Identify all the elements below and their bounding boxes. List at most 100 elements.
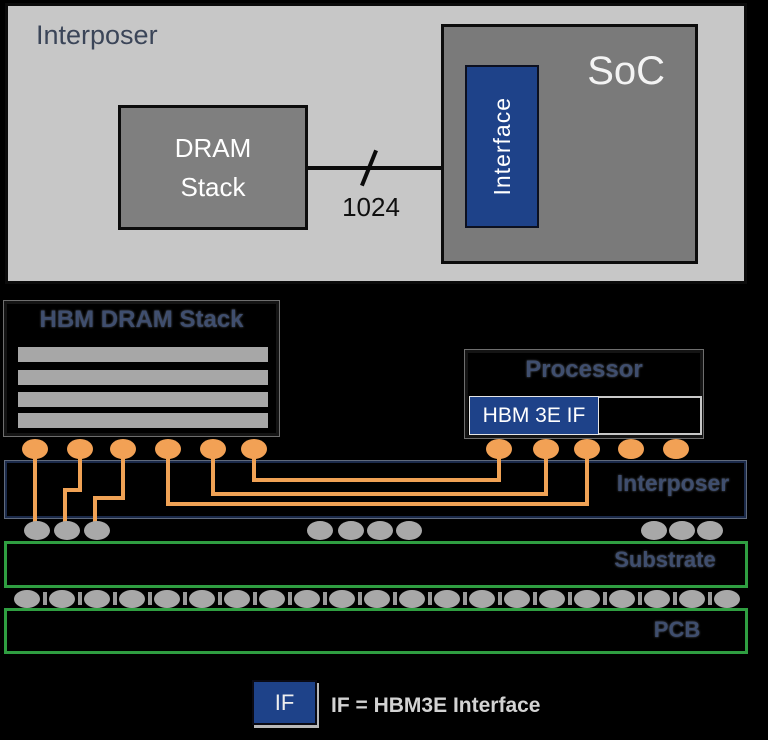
dram-stack-label-line1: DRAM <box>174 132 252 163</box>
solder-pin <box>147 592 152 605</box>
interposer-trace <box>78 450 82 492</box>
solder-ball <box>119 590 145 608</box>
solder-ball <box>154 590 180 608</box>
interposer-trace <box>252 450 256 482</box>
solder-pin <box>637 592 642 605</box>
solder-pin <box>392 592 397 605</box>
micro-bump <box>486 439 512 459</box>
pcb-label: PCB <box>653 617 701 642</box>
solder-pin <box>707 592 712 605</box>
interposer-trace <box>544 450 548 496</box>
solder-ball <box>641 521 667 540</box>
micro-bump <box>241 439 267 459</box>
solder-ball <box>189 590 215 608</box>
interposer-strip-label: Interposer <box>616 470 730 496</box>
interposer-trace <box>585 450 589 506</box>
solder-ball <box>539 590 565 608</box>
solder-ball <box>224 590 250 608</box>
solder-ball <box>669 521 695 540</box>
interposer-trace <box>252 478 501 482</box>
micro-bump <box>67 439 93 459</box>
soc-interface-box: Interface <box>465 65 539 228</box>
solder-ball <box>307 521 333 540</box>
interposer-trace <box>63 488 82 492</box>
micro-bump <box>110 439 136 459</box>
solder-pin <box>497 592 502 605</box>
solder-pin <box>427 592 432 605</box>
solder-ball <box>49 590 75 608</box>
interposer-trace <box>211 492 548 496</box>
pcb-strip <box>4 608 748 654</box>
solder-ball <box>574 590 600 608</box>
solder-ball <box>609 590 635 608</box>
interposer-trace <box>33 450 37 523</box>
dram-die-layer <box>18 347 268 362</box>
solder-pin <box>112 592 117 605</box>
solder-pin <box>287 592 292 605</box>
hbm3e-if-label: HBM 3E IF <box>482 403 586 427</box>
interposer-trace <box>93 496 97 523</box>
micro-bump <box>155 439 181 459</box>
solder-pin <box>182 592 187 605</box>
solder-ball <box>294 590 320 608</box>
processor-title: Processor <box>525 356 643 383</box>
solder-pin <box>252 592 257 605</box>
interposer-strip <box>5 461 746 518</box>
legend-if-swatch: IF <box>252 680 317 725</box>
hbm-dram-stack-title: HBM DRAM Stack <box>39 306 244 333</box>
solder-ball <box>364 590 390 608</box>
solder-pin <box>567 592 572 605</box>
interposer-trace <box>63 488 67 523</box>
interposer-panel-label: Interposer <box>36 20 158 50</box>
soc-interface-label: Interface <box>488 97 515 196</box>
solder-ball <box>84 590 110 608</box>
micro-bump <box>22 439 48 459</box>
legend-caption: IF = HBM3E Interface <box>331 694 541 717</box>
hbm-dram-stack-box <box>4 301 279 436</box>
solder-ball <box>84 521 110 540</box>
solder-pin <box>602 592 607 605</box>
interposer-trace <box>497 450 501 482</box>
micro-bump <box>574 439 600 459</box>
bus-width-label: 1024 <box>342 192 400 222</box>
solder-pin <box>462 592 467 605</box>
solder-pin <box>322 592 327 605</box>
dram-die-layer <box>18 370 268 385</box>
hbm3e-if-box: HBM 3E IF <box>469 396 599 435</box>
dram-stack-label-line2: Stack <box>180 171 246 202</box>
solder-ball <box>329 590 355 608</box>
soc-label: SoC <box>587 49 665 93</box>
solder-pin <box>77 592 82 605</box>
solder-ball <box>338 521 364 540</box>
solder-ball <box>14 590 40 608</box>
solder-ball <box>504 590 530 608</box>
solder-ball <box>714 590 740 608</box>
solder-ball <box>24 521 50 540</box>
substrate-label: Substrate <box>614 547 716 572</box>
interposer-trace <box>166 450 170 506</box>
micro-bump <box>533 439 559 459</box>
micro-bump <box>618 439 644 459</box>
solder-ball <box>644 590 670 608</box>
solder-ball <box>697 521 723 540</box>
dram-stack-box: DRAM Stack <box>118 105 308 230</box>
substrate-strip <box>4 541 748 588</box>
interposer-trace <box>93 496 125 500</box>
micro-bump <box>200 439 226 459</box>
bus-connector-line <box>307 166 441 170</box>
solder-ball <box>259 590 285 608</box>
micro-bump <box>663 439 689 459</box>
interposer-trace <box>121 450 125 500</box>
dram-die-layer <box>18 392 268 407</box>
solder-ball <box>434 590 460 608</box>
legend-if-symbol: IF <box>274 689 295 715</box>
solder-pin <box>672 592 677 605</box>
interposer-trace <box>211 450 215 496</box>
solder-ball <box>399 590 425 608</box>
solder-ball <box>367 521 393 540</box>
solder-ball <box>469 590 495 608</box>
solder-ball <box>396 521 422 540</box>
solder-pin <box>357 592 362 605</box>
processor-box <box>465 350 703 438</box>
